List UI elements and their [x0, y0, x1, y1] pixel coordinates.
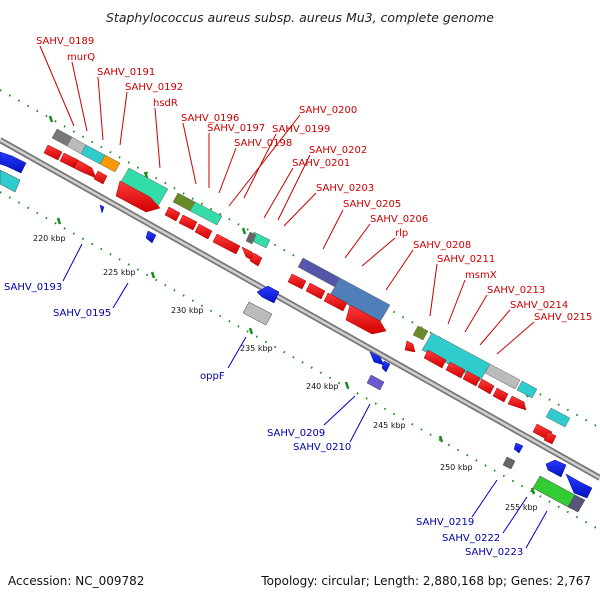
accession-label: Accession: NC_009782: [8, 574, 144, 588]
gene-label: murQ: [67, 52, 95, 63]
map-title: Staphylococcus aureus subsp. aureus Mu3,…: [106, 10, 494, 25]
gene-label: SAHV_0189: [36, 36, 94, 47]
gene-label: oppF: [200, 371, 225, 382]
kbp-label: 220 kbp: [33, 234, 66, 243]
kbp-labels: 220 kbp 225 kbp 230 kbp 235 kbp 240 kbp …: [33, 234, 538, 512]
kbp-label: 235 kbp: [240, 344, 273, 353]
kbp-label: 245 kbp: [373, 421, 406, 430]
gene-label: SAHV_0198: [234, 138, 292, 149]
inner-tick-track: [0, 191, 600, 531]
gene-label: rlp: [395, 228, 408, 239]
reverse-gene-labels: SAHV_0193 SAHV_0195 oppF SAHV_0209 SAHV_…: [4, 282, 523, 558]
gene-label: SAHV_0223: [465, 547, 523, 558]
gene-label: SAHV_0206: [370, 214, 428, 225]
reverse-gene-arrows: [0, 151, 593, 499]
kbp-label: 230 kbp: [171, 306, 204, 315]
gene-label: SAHV_0191: [97, 67, 155, 78]
gene-label: SAHV_0214: [510, 300, 568, 311]
gene-label: SAHV_0219: [416, 517, 474, 528]
gene-label: SAHV_0197: [207, 123, 265, 134]
gene-label: SAHV_0208: [413, 240, 471, 251]
reverse-feature-blocks: [0, 169, 586, 513]
kbp-label: 240 kbp: [306, 382, 339, 391]
gene-label: SAHV_0196: [181, 113, 239, 124]
gene-label: SAHV_0201: [292, 158, 350, 169]
gene-label: SAHV_0209: [267, 428, 325, 439]
gene-label: SAHV_0222: [442, 533, 500, 544]
kbp-label: 250 kbp: [440, 463, 473, 472]
gene-label: SAHV_0211: [437, 254, 495, 265]
genome-backbone: [0, 137, 600, 481]
kbp-label: 255 kbp: [505, 503, 538, 512]
forward-feature-blocks: [51, 128, 571, 428]
topology-label: Topology: circular; Length: 2,880,168 bp…: [260, 574, 591, 588]
kbp-label: 225 kbp: [103, 268, 136, 277]
gene-label: hsdR: [153, 98, 178, 109]
gene-label: SAHV_0213: [487, 285, 545, 296]
gene-label: SAHV_0199: [272, 124, 330, 135]
gene-label: SAHV_0200: [299, 105, 357, 116]
gene-label: SAHV_0192: [125, 82, 183, 93]
gene-label: SAHV_0205: [343, 199, 401, 210]
forward-leaders: [39, 45, 535, 355]
gene-label: SAHV_0210: [293, 442, 351, 453]
gene-label: SAHV_0203: [316, 183, 374, 194]
forward-gene-labels: SAHV_0189 murQ SAHV_0191 SAHV_0192 hsdR …: [36, 36, 592, 323]
gene-label: SAHV_0215: [534, 312, 592, 323]
gene-label: SAHV_0202: [309, 145, 367, 156]
gene-label: SAHV_0193: [4, 282, 62, 293]
gene-label: msmX: [465, 270, 497, 281]
forward-gene-arrows: [43, 144, 557, 445]
reverse-leaders: [62, 243, 548, 549]
gene-label: SAHV_0195: [53, 308, 111, 319]
